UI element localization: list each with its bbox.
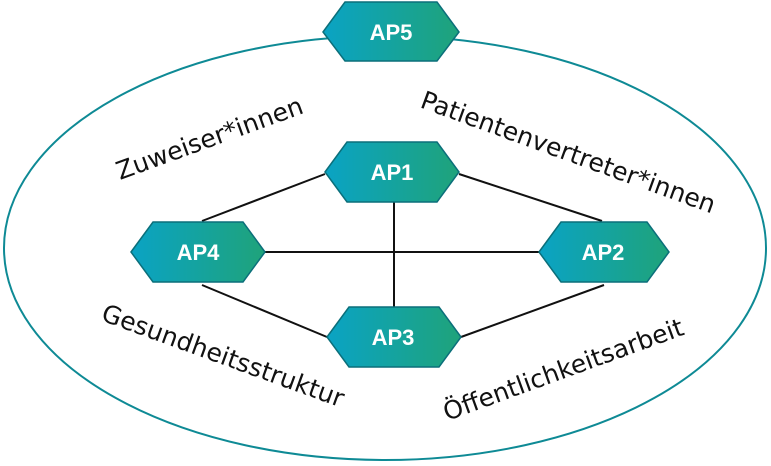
label-patient-representatives: Patientenvertreter*innen [417, 85, 720, 219]
connector-ap4-ap3 [201, 284, 328, 338]
node-label-ap3: AP3 [372, 325, 415, 350]
label-referrers: Zuweiser*innen [112, 91, 307, 186]
node-ap1: AP1 [324, 141, 460, 203]
connector-ap1-ap4 [201, 173, 326, 222]
connector-ap1-ap2 [458, 173, 603, 222]
node-ap5: AP5 [322, 1, 460, 62]
node-ap2: AP2 [538, 221, 670, 283]
hexagon-ap4 [130, 221, 266, 283]
hexagon-ap1 [324, 141, 460, 203]
node-label-ap5: AP5 [370, 20, 413, 45]
hexagon-ap2 [538, 221, 670, 283]
node-ap4: AP4 [130, 221, 266, 283]
hexagon-ap3 [326, 306, 462, 368]
node-label-ap2: AP2 [582, 240, 625, 265]
node-ap3: AP3 [326, 306, 462, 368]
node-label-ap1: AP1 [371, 160, 414, 185]
label-health-structure: Gesundheitsstruktur [98, 298, 349, 413]
node-label-ap4: AP4 [177, 240, 221, 265]
hexagon-ap5 [322, 1, 460, 62]
label-public-relations: Öffentlichkeitsarbeit [439, 313, 688, 427]
connectors [201, 173, 605, 338]
connector-ap3-ap2 [460, 284, 605, 338]
